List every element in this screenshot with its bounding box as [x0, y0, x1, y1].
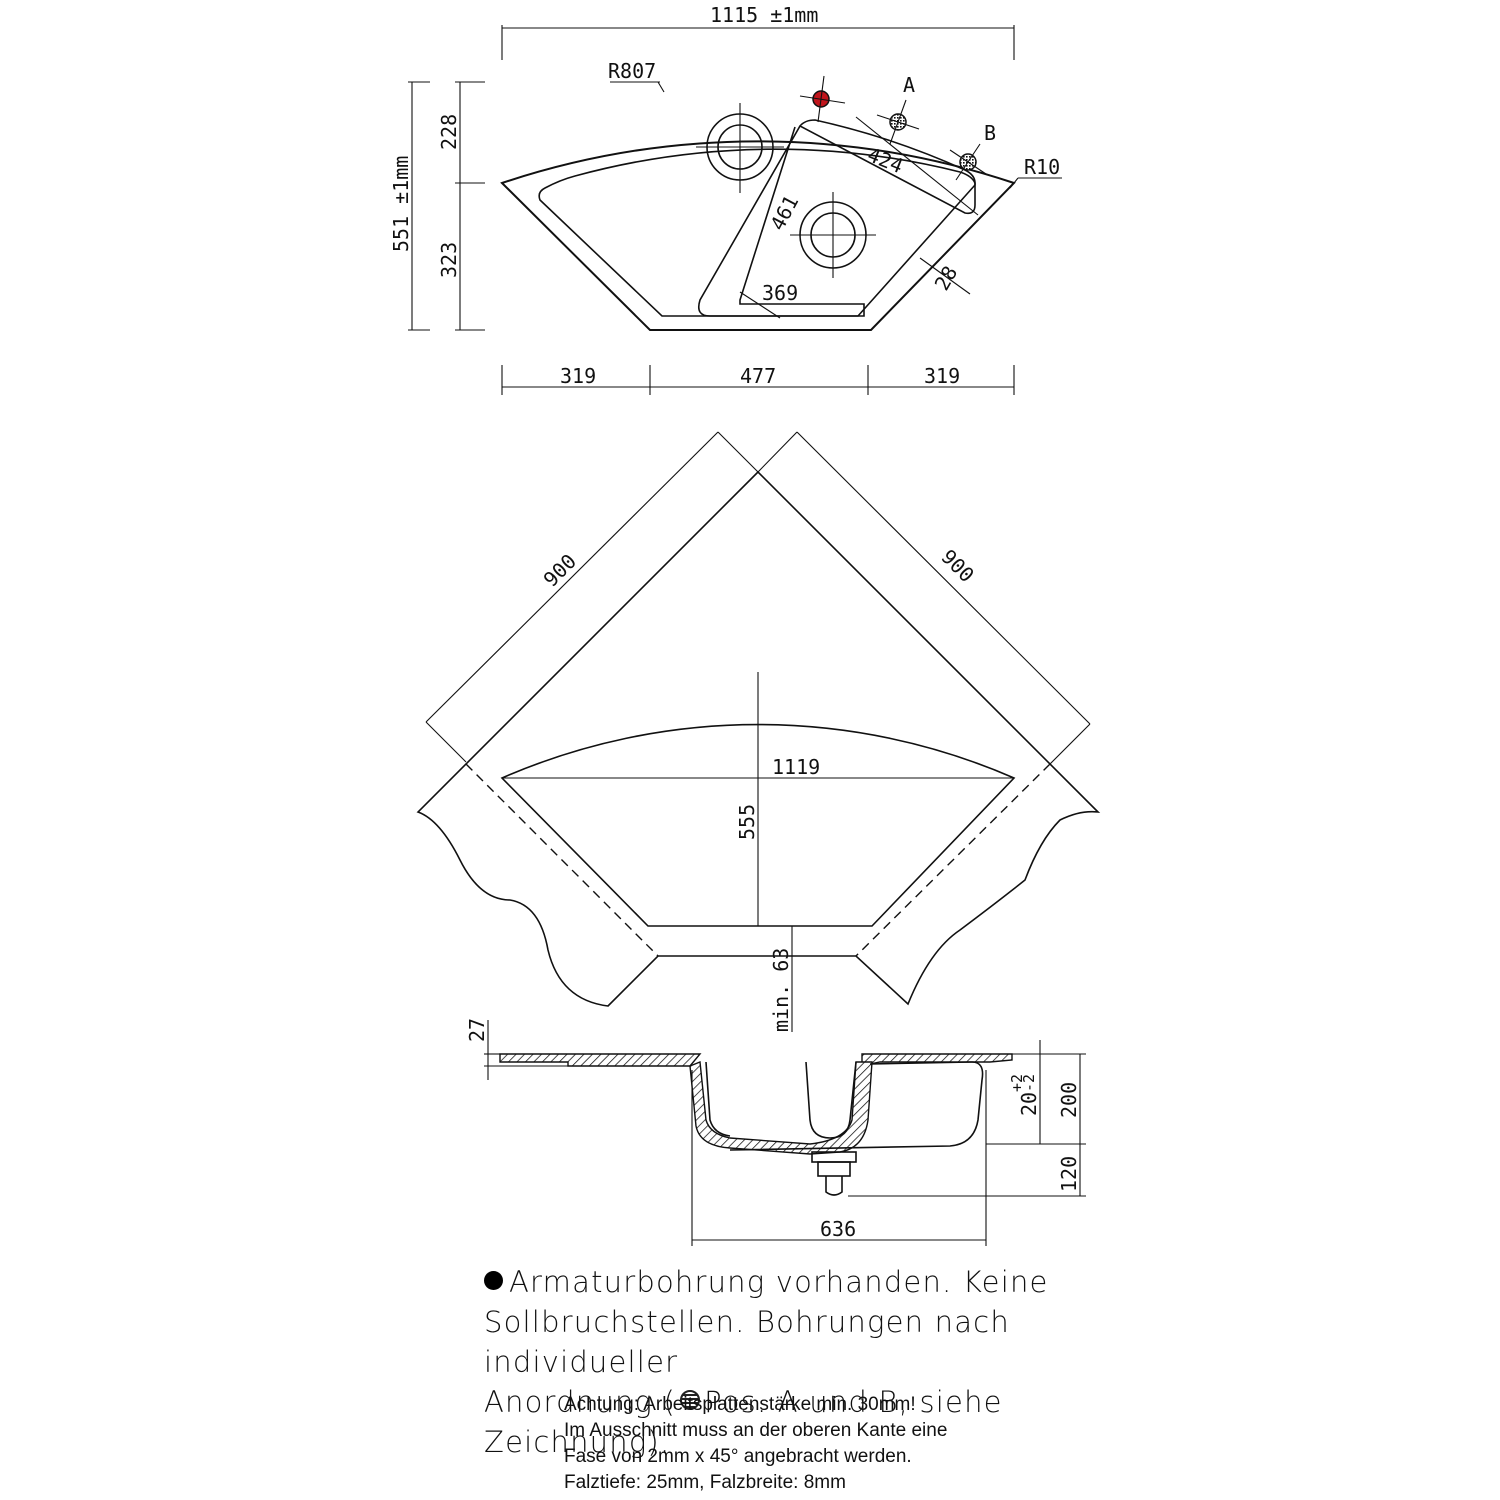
- note-line-3a: Anordnung (: [484, 1385, 677, 1419]
- dim-overhang-minus: -2: [1020, 1074, 1038, 1092]
- dim-width-bottom: 636: [820, 1217, 856, 1241]
- dim-radius-outer: R807: [608, 59, 656, 83]
- dim-overhang: 20: [1017, 1092, 1041, 1116]
- dim-radius-corner: R10: [1024, 155, 1060, 179]
- note-line-3b: Pos. A und B, siehe Zeichnung).: [484, 1385, 1003, 1459]
- dim-depth-lower: 323: [437, 242, 461, 278]
- worktop-outline: [416, 470, 1101, 1007]
- drain-left: [696, 103, 784, 193]
- dim-seg-mid: 477: [740, 364, 776, 388]
- hatched-circle-icon: [680, 1390, 701, 1410]
- dim-overhang-plus: +2: [1008, 1074, 1026, 1092]
- note-line-2: Sollbruchstellen. Bohrungen nach individ…: [484, 1305, 1010, 1379]
- warn-line-1: Achtung: Arbeitsplattenstärke min. 30mm!: [564, 1394, 916, 1415]
- dim-height: 555: [735, 804, 759, 840]
- dim-depth-total: 551 ±1mm: [389, 156, 413, 252]
- warn-line-2: Im Ausschnitt muss an der oberen Kante e…: [564, 1420, 948, 1441]
- section-drain: [811, 1151, 857, 1196]
- tap-hole-b: [949, 143, 987, 181]
- dim-rim-width: 28: [930, 262, 963, 295]
- warning-note: Achtung: Arbeitsplattenstärke min. 30mm!…: [564, 1392, 1204, 1496]
- hole-b-label: B: [984, 121, 996, 145]
- sink-outline: [500, 140, 1016, 331]
- cutout-shape: [500, 723, 1016, 927]
- dim-side-right: 900: [936, 545, 979, 588]
- dim-bowl-edge: 424: [864, 142, 906, 178]
- top-view: A B 1115 ±1mm R807 R10 551 ±1mm 228 323 …: [389, 3, 1062, 395]
- section-bowl-wall: [689, 1061, 873, 1155]
- dim-bowl-bottom: 369: [762, 281, 798, 305]
- dim-min-edge: min. 63: [769, 948, 793, 1032]
- drain-right: [790, 192, 876, 278]
- hole-a-label: A: [903, 73, 915, 97]
- dim-seg-right: 319: [924, 364, 960, 388]
- hole-note: Armaturbohrung vorhanden. Keine Sollbruc…: [484, 1262, 1184, 1462]
- dim-depth-drain: 120: [1057, 1156, 1081, 1192]
- section-view: 27 200 120 20 +2 -2 636: [465, 1018, 1086, 1246]
- dim-depth-top: 200: [1057, 1082, 1081, 1118]
- dim-width-total: 1115 ±1mm: [710, 3, 818, 27]
- dim-bowl-diag: 461: [765, 191, 803, 234]
- tap-hole-existing: [799, 75, 846, 123]
- dim-rim-thickness: 27: [465, 1018, 489, 1042]
- section-rim-left: [499, 1053, 702, 1067]
- warn-line-3: Fase von 2mm x 45° angebracht werden.: [564, 1446, 912, 1467]
- dim-chord: 1119: [772, 755, 820, 779]
- warn-line-4: Falztiefe: 25mm, Falzbreite: 8mm: [564, 1472, 846, 1493]
- filled-circle-icon: [484, 1271, 503, 1290]
- bowl-divider: [697, 125, 865, 317]
- sink-inner-rim: [538, 148, 976, 317]
- note-line-1: Armaturbohrung vorhanden. Keine: [509, 1265, 1049, 1299]
- dim-side-left: 900: [539, 549, 582, 592]
- tap-hole-a: [876, 99, 920, 145]
- dim-depth-upper: 228: [437, 114, 461, 150]
- dim-seg-left: 319: [560, 364, 596, 388]
- cutout-view: 900 900 1119 555 min. 63: [416, 431, 1101, 1032]
